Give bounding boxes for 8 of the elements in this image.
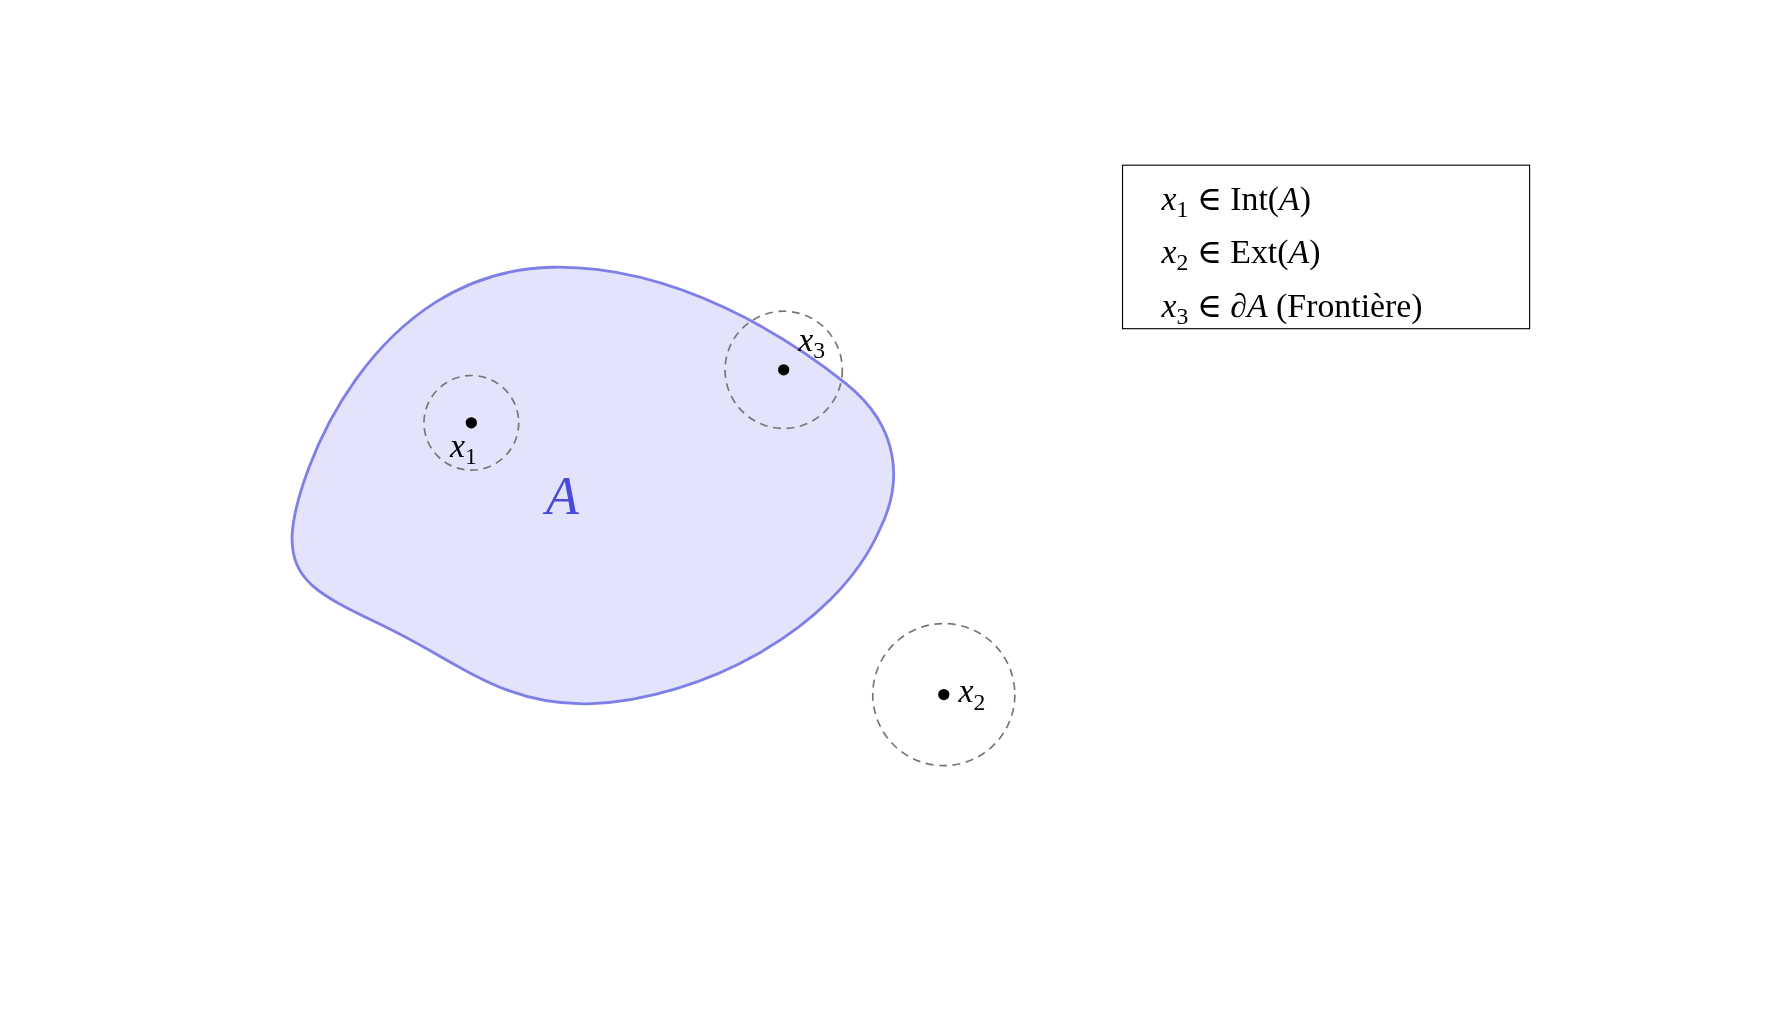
legend-box [1121,164,1531,330]
membership-statement: x$_{3}$ ∈ ∂A (Frontière) [1161,285,1423,324]
point-label: x$_{1}$ [449,428,477,469]
region-label: A [545,469,579,524]
membership-statement: x$_{2}$ ∈ Ext(A) [1161,232,1321,270]
membership-statement: x$_{1}$ ∈ Int(A) [1161,179,1312,217]
point-label: x$_{2}$ [958,674,986,715]
point-label: x$_{3}$ [798,322,826,363]
